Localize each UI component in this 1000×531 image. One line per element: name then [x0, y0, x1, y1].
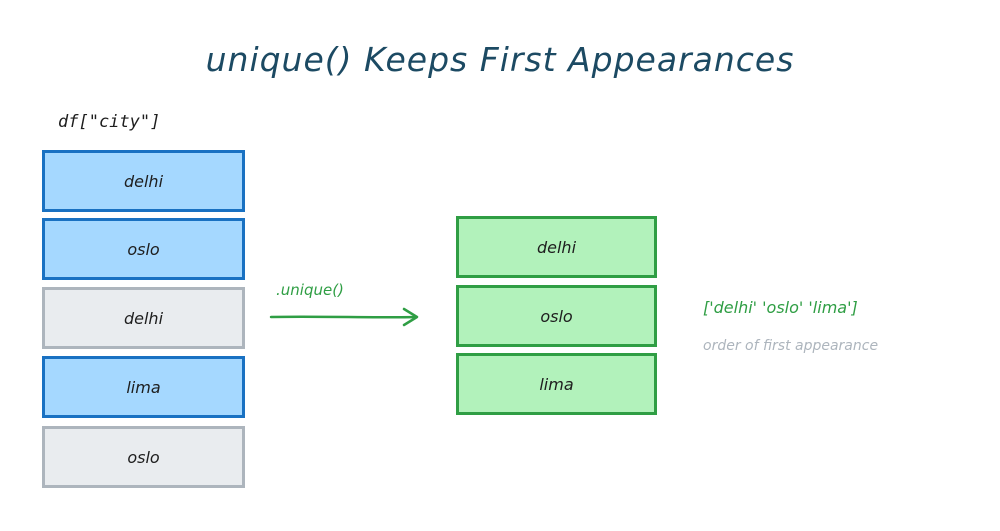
source-cell-duplicate: oslo: [42, 426, 245, 488]
result-cell: oslo: [456, 285, 657, 347]
result-cell: delhi: [456, 216, 657, 278]
source-cell-duplicate: delhi: [42, 287, 245, 349]
source-cell-first: oslo: [42, 218, 245, 280]
result-note: order of first appearance: [703, 338, 879, 354]
result-cell: lima: [456, 353, 657, 415]
source-cell-first: delhi: [42, 150, 245, 212]
result-array-output: ['delhi' 'oslo' 'lima']: [703, 298, 858, 317]
source-column-label: df["city"]: [58, 112, 161, 132]
source-cell-first: lima: [42, 356, 245, 418]
right-arrow-icon: [269, 307, 419, 327]
diagram-title: unique() Keeps First Appearances: [205, 40, 795, 79]
unique-operation-label: .unique(): [276, 281, 344, 299]
